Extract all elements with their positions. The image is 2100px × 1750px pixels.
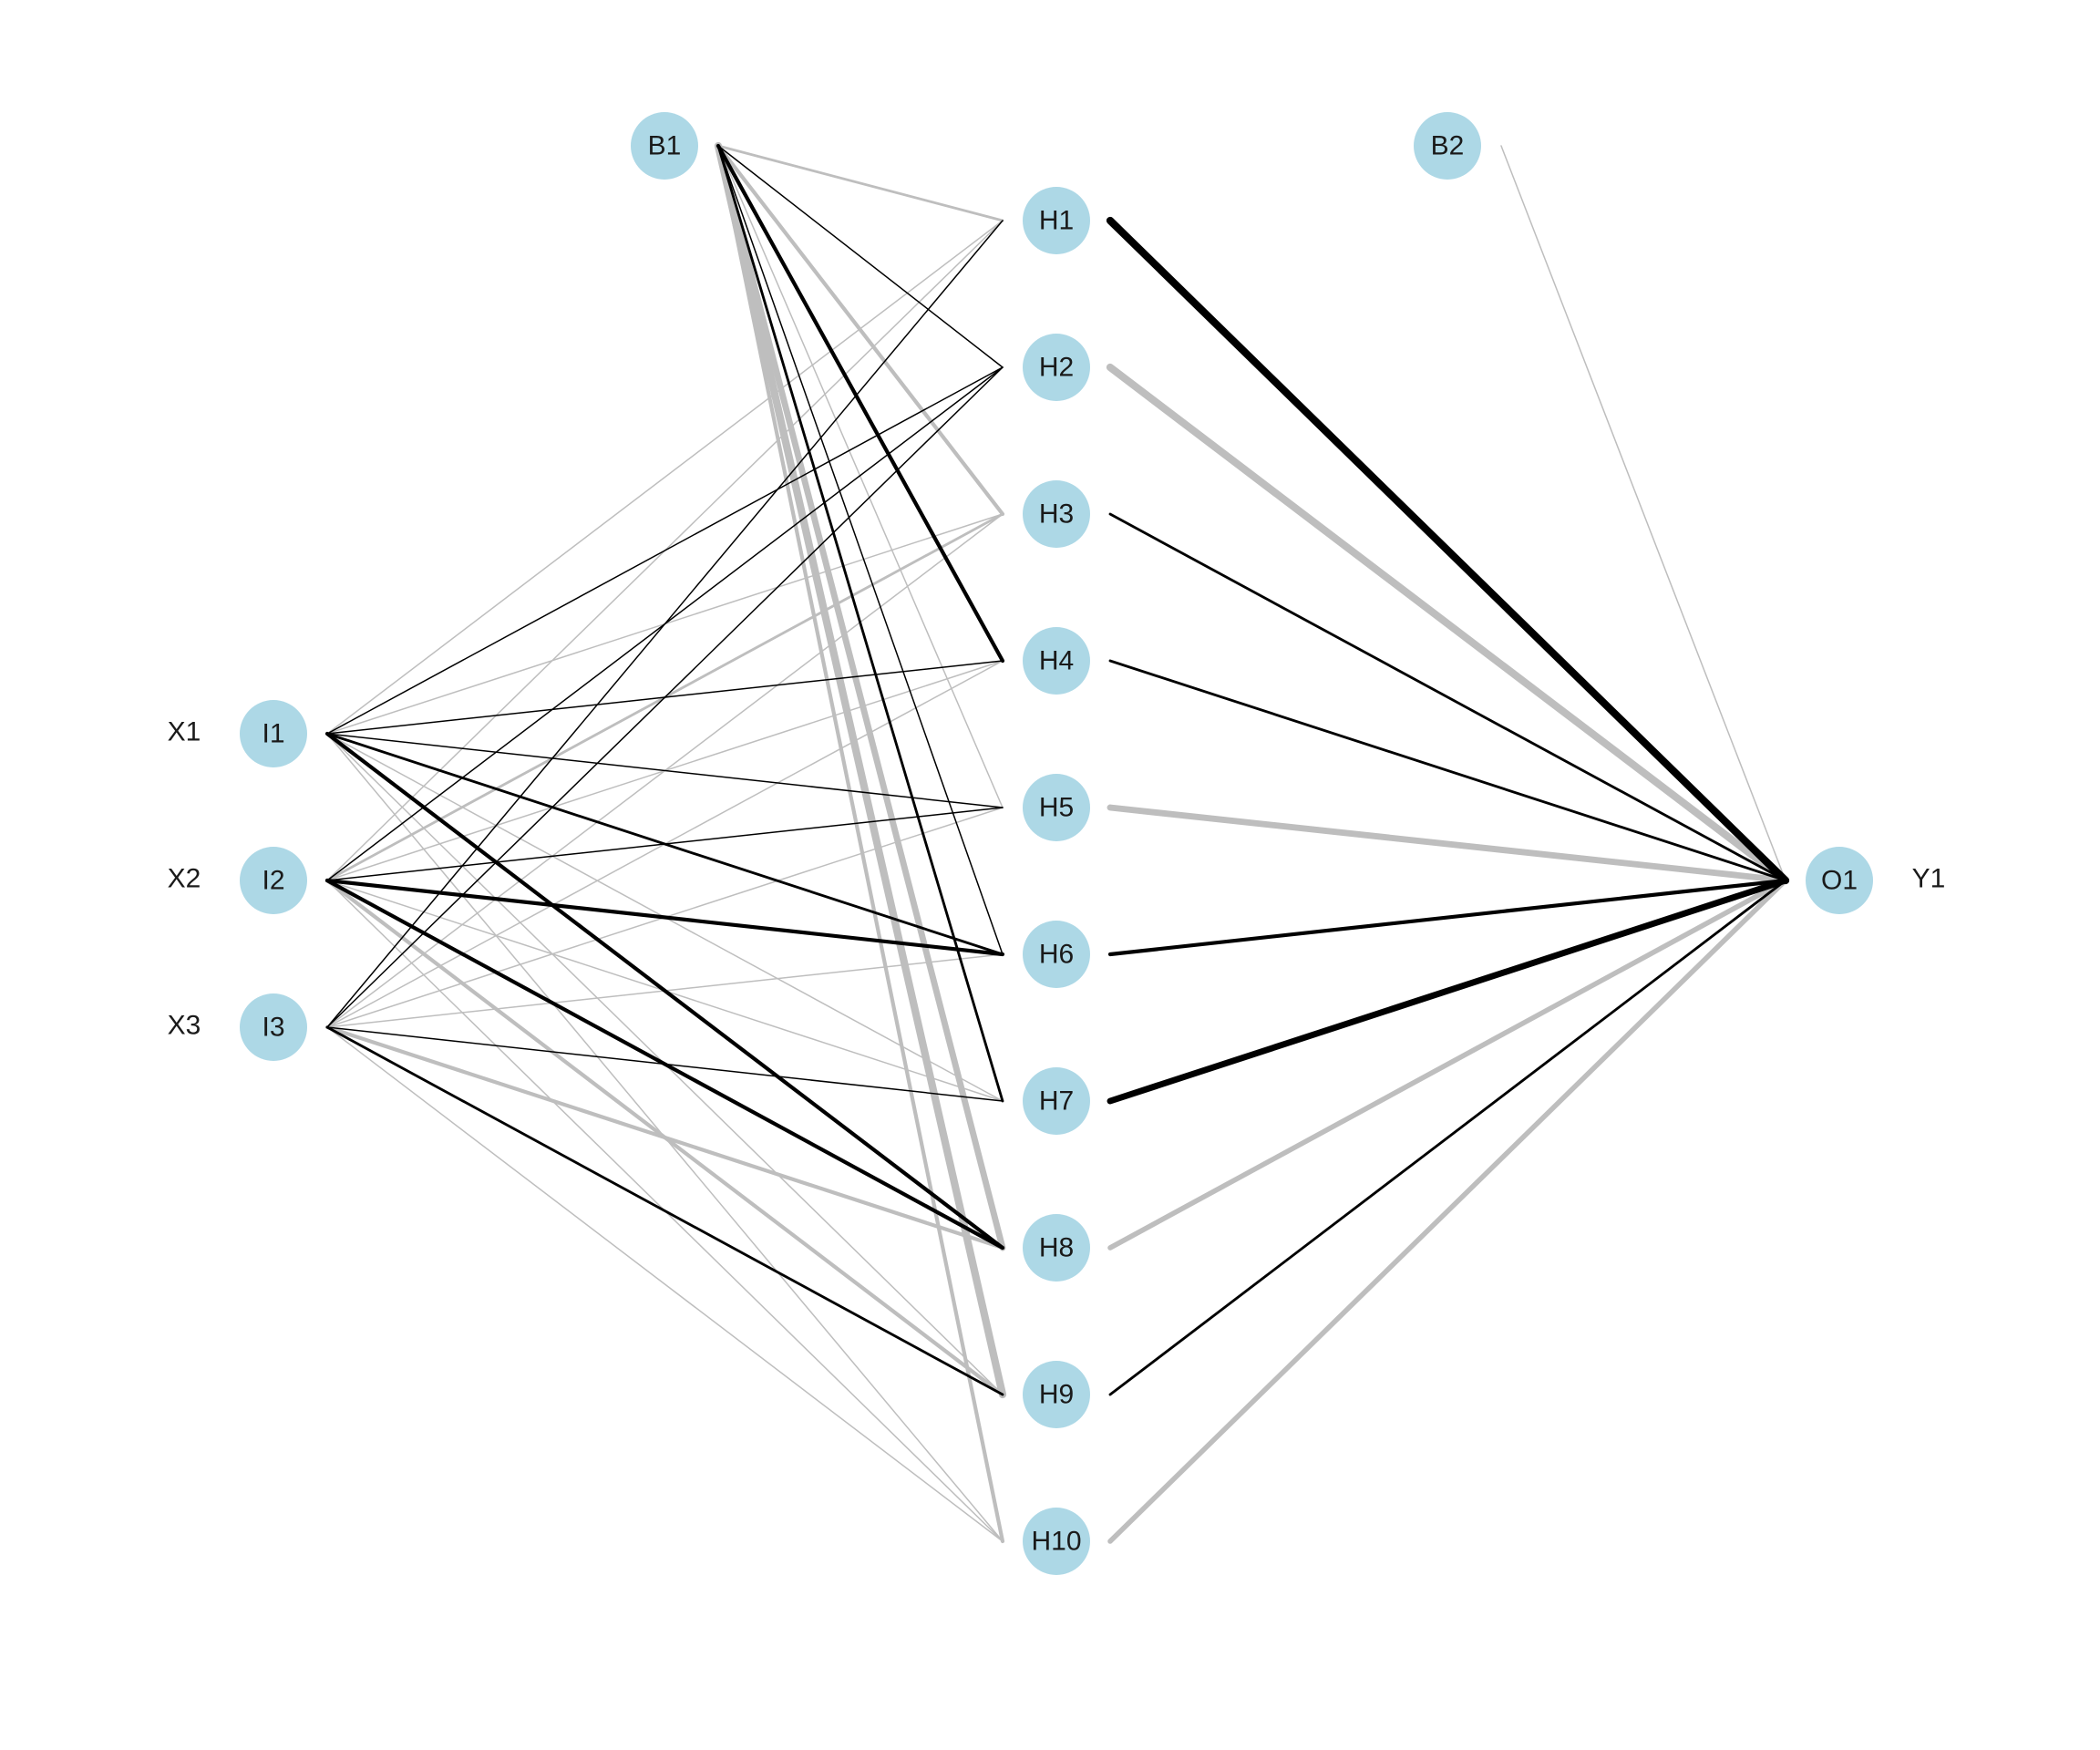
node-label: B2 <box>1431 131 1465 161</box>
node-label: B1 <box>648 131 682 161</box>
node-circle <box>1414 112 1481 180</box>
node-circle <box>1023 1214 1090 1282</box>
network-nodes: X1 X2 X3 I1 I2 I3 B1 B2 H1 <box>168 112 1946 1575</box>
edge-b1-h7 <box>716 144 1004 1103</box>
edge-b1-h4 <box>715 143 1005 664</box>
edge-b1-h10 <box>715 143 1005 1544</box>
node-label: O1 <box>1821 866 1858 896</box>
edge-b2-o1 <box>1500 145 1786 881</box>
edge-i1-h8 <box>324 731 1005 1251</box>
node-circle <box>240 993 307 1061</box>
edge-i3-h10 <box>326 1026 1004 1542</box>
node-circle <box>1023 1508 1090 1575</box>
node-circle <box>240 700 307 767</box>
edge-h6-o1 <box>1107 878 1788 957</box>
edge-i3-h7 <box>326 1026 1004 1102</box>
node-circle <box>1023 1361 1090 1428</box>
node-circle <box>1023 187 1090 254</box>
input-label-x1: X1 <box>168 717 201 747</box>
output-label-y1: Y1 <box>1912 864 1946 894</box>
edge-b1-h5 <box>717 145 1004 808</box>
input-label-x2: X2 <box>168 864 201 894</box>
edge-i2-h5 <box>326 807 1004 881</box>
edge-h4-o1 <box>1108 659 1787 882</box>
output-node-o1: O1 <box>1806 847 1873 914</box>
connection-edges <box>324 141 1790 1544</box>
node-label: H9 <box>1039 1380 1074 1410</box>
edge-i3-h1 <box>326 220 1004 1028</box>
input-node-i1: I1 <box>240 700 307 767</box>
hidden-node-h2: H2 <box>1023 334 1090 401</box>
node-circle <box>240 847 307 914</box>
node-label: H2 <box>1039 353 1074 383</box>
edge-i1-h5 <box>326 733 1004 808</box>
edge-b1-h1 <box>716 144 1004 222</box>
node-circle <box>1023 334 1090 401</box>
edge-i1-h1 <box>326 220 1004 735</box>
hidden-node-h5: H5 <box>1023 774 1090 841</box>
node-circle <box>631 112 698 180</box>
node-circle <box>1023 774 1090 841</box>
edge-h8-o1 <box>1107 878 1788 1251</box>
edge-h7-o1 <box>1107 877 1789 1105</box>
node-label: H4 <box>1039 646 1074 676</box>
bias-node-b2: B2 <box>1414 112 1481 180</box>
hidden-node-h8: H8 <box>1023 1214 1090 1282</box>
hidden-node-h6: H6 <box>1023 921 1090 988</box>
edge-i3-h8 <box>324 1024 1005 1251</box>
bias-node-b1: B1 <box>631 112 698 180</box>
node-label: H5 <box>1039 793 1074 823</box>
node-label: I1 <box>262 719 284 749</box>
edge-h1-o1 <box>1106 216 1790 885</box>
node-label: I3 <box>262 1013 284 1043</box>
edge-i3-h9 <box>325 1025 1004 1396</box>
node-label: H3 <box>1039 499 1074 530</box>
input-label-x3: X3 <box>168 1011 201 1041</box>
edge-i1-h2 <box>326 366 1004 735</box>
hidden-node-h1: H1 <box>1023 187 1090 254</box>
edge-i3-h2 <box>326 366 1004 1028</box>
edge-b1-h8 <box>715 142 1006 1251</box>
node-circle <box>1023 1067 1090 1135</box>
hidden-node-h9: H9 <box>1023 1361 1090 1428</box>
edge-b1-h2 <box>717 145 1004 368</box>
edge-h5-o1 <box>1107 804 1789 884</box>
edge-h3-o1 <box>1108 512 1787 882</box>
hidden-node-h3: H3 <box>1023 480 1090 548</box>
edge-b1-h9 <box>714 141 1007 1399</box>
node-circle <box>1023 480 1090 548</box>
hidden-node-h10: H10 <box>1023 1508 1090 1575</box>
edge-b1-h6 <box>717 145 1004 955</box>
hidden-node-h7: H7 <box>1023 1067 1090 1135</box>
node-circle <box>1023 627 1090 695</box>
node-label: H6 <box>1039 940 1074 970</box>
edge-h9-o1 <box>1108 879 1787 1396</box>
input-node-i3: I3 <box>240 993 307 1061</box>
node-label: H8 <box>1039 1233 1074 1263</box>
node-label: H7 <box>1039 1086 1074 1117</box>
node-label: H1 <box>1039 206 1074 236</box>
edge-h10-o1 <box>1107 878 1788 1544</box>
node-circle <box>1806 847 1873 914</box>
input-node-i2: I2 <box>240 847 307 914</box>
node-label: H10 <box>1031 1527 1081 1557</box>
edge-b1-h3 <box>715 143 1005 517</box>
edge-h2-o1 <box>1106 363 1790 885</box>
node-label: I2 <box>262 866 284 896</box>
hidden-node-h4: H4 <box>1023 627 1090 695</box>
node-circle <box>1023 921 1090 988</box>
